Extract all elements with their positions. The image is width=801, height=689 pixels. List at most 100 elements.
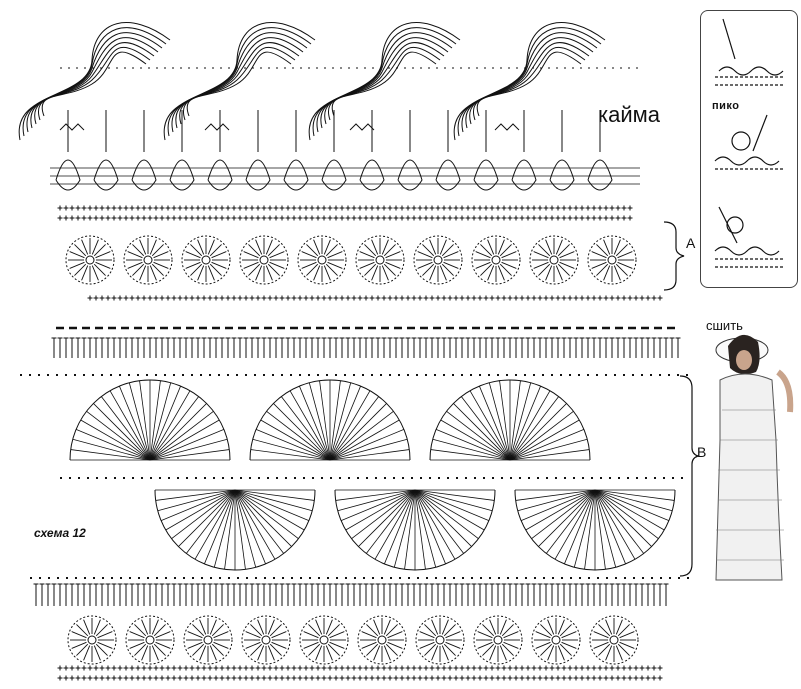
motif-spoke bbox=[619, 641, 635, 649]
fan-rib bbox=[509, 385, 541, 461]
fan-rib bbox=[155, 489, 236, 501]
single-crochet bbox=[183, 675, 189, 681]
fan-column bbox=[511, 159, 537, 191]
motif-spoke bbox=[185, 261, 201, 269]
single-crochet bbox=[87, 295, 93, 301]
motif-ring bbox=[181, 235, 231, 285]
fan-rib bbox=[329, 382, 352, 461]
single-crochet bbox=[273, 675, 279, 681]
single-crochet bbox=[507, 665, 513, 671]
single-crochet bbox=[465, 215, 471, 221]
motif-spoke bbox=[501, 251, 517, 259]
fan-rib bbox=[446, 410, 511, 461]
single-crochet bbox=[237, 675, 243, 681]
single-crochet bbox=[291, 215, 297, 221]
single-crochet bbox=[183, 295, 189, 301]
motif-spoke bbox=[419, 641, 435, 649]
single-crochet bbox=[399, 205, 405, 211]
motif-spoke bbox=[151, 244, 164, 257]
single-crochet bbox=[477, 215, 483, 221]
motif-spoke bbox=[190, 263, 203, 276]
single-crochet bbox=[453, 665, 459, 671]
single-crochet bbox=[411, 215, 417, 221]
single-crochet bbox=[297, 665, 303, 671]
fan-rib bbox=[564, 489, 596, 565]
single-crochet bbox=[297, 205, 303, 211]
single-crochet bbox=[111, 295, 117, 301]
single-crochet bbox=[357, 295, 363, 301]
fan-rib bbox=[594, 489, 675, 501]
single-crochet bbox=[159, 665, 165, 671]
border-wave-stroke bbox=[461, 32, 598, 133]
fan-rib bbox=[289, 390, 331, 461]
fan-rib bbox=[234, 489, 313, 512]
single-crochet bbox=[561, 665, 567, 671]
motif-ring bbox=[587, 235, 637, 285]
motif-spoke bbox=[71, 631, 87, 639]
motif-center bbox=[319, 635, 329, 645]
single-crochet bbox=[453, 205, 459, 211]
single-crochet bbox=[327, 295, 333, 301]
fan-column bbox=[587, 159, 613, 191]
single-crochet bbox=[177, 205, 183, 211]
motif-spoke bbox=[557, 619, 565, 635]
single-crochet bbox=[345, 665, 351, 671]
motif-spoke bbox=[327, 261, 343, 269]
motif-spoke bbox=[499, 619, 507, 635]
motif-spoke bbox=[385, 251, 401, 259]
fan-column bbox=[473, 159, 499, 191]
fan-rib bbox=[414, 489, 485, 531]
single-crochet bbox=[75, 675, 81, 681]
fan-rib bbox=[365, 489, 416, 554]
single-crochet bbox=[351, 205, 357, 211]
motif-spoke bbox=[361, 631, 377, 639]
motif-spoke bbox=[499, 244, 512, 257]
single-crochet bbox=[555, 665, 561, 671]
fan-rib bbox=[80, 419, 151, 461]
border-wave-stroke bbox=[179, 42, 300, 125]
single-crochet bbox=[519, 295, 525, 301]
fan-rib bbox=[509, 410, 574, 461]
single-crochet bbox=[327, 205, 333, 211]
motif-spoke bbox=[441, 645, 449, 661]
single-crochet bbox=[141, 665, 147, 671]
motif-spoke bbox=[445, 631, 461, 639]
single-crochet bbox=[417, 665, 423, 671]
motif-spoke bbox=[199, 619, 207, 635]
fan-rib bbox=[414, 489, 446, 565]
single-crochet bbox=[339, 665, 345, 671]
motif-spoke bbox=[617, 643, 630, 656]
motif-spoke bbox=[441, 619, 449, 635]
single-crochet bbox=[309, 215, 315, 221]
single-crochet bbox=[459, 295, 465, 301]
single-crochet bbox=[285, 215, 291, 221]
single-crochet bbox=[441, 675, 447, 681]
motif-ring bbox=[589, 615, 639, 665]
single-crochet bbox=[537, 205, 543, 211]
single-crochet bbox=[651, 295, 657, 301]
single-crochet bbox=[147, 215, 153, 221]
round-motif bbox=[67, 615, 117, 665]
motif-spoke bbox=[271, 631, 287, 639]
single-crochet bbox=[123, 215, 129, 221]
fan-rib bbox=[149, 390, 191, 461]
motif-spoke bbox=[267, 244, 280, 257]
single-crochet bbox=[531, 205, 537, 211]
fan-rib bbox=[329, 396, 380, 461]
single-crochet bbox=[459, 665, 465, 671]
motif-spoke bbox=[245, 641, 261, 649]
fan-rib bbox=[509, 449, 590, 461]
single-crochet bbox=[333, 665, 339, 671]
motif-spoke bbox=[323, 239, 331, 255]
fan-rib bbox=[393, 489, 416, 568]
single-crochet bbox=[309, 205, 315, 211]
bracket-b bbox=[679, 375, 700, 577]
motif-spoke bbox=[313, 239, 321, 255]
single-crochet bbox=[219, 205, 225, 211]
motif-spoke bbox=[371, 239, 379, 255]
section-brackets bbox=[663, 221, 700, 577]
single-crochet bbox=[345, 205, 351, 211]
motif-spoke bbox=[213, 641, 229, 649]
technique-panel bbox=[700, 10, 798, 288]
border-wave-stroke bbox=[320, 37, 449, 129]
